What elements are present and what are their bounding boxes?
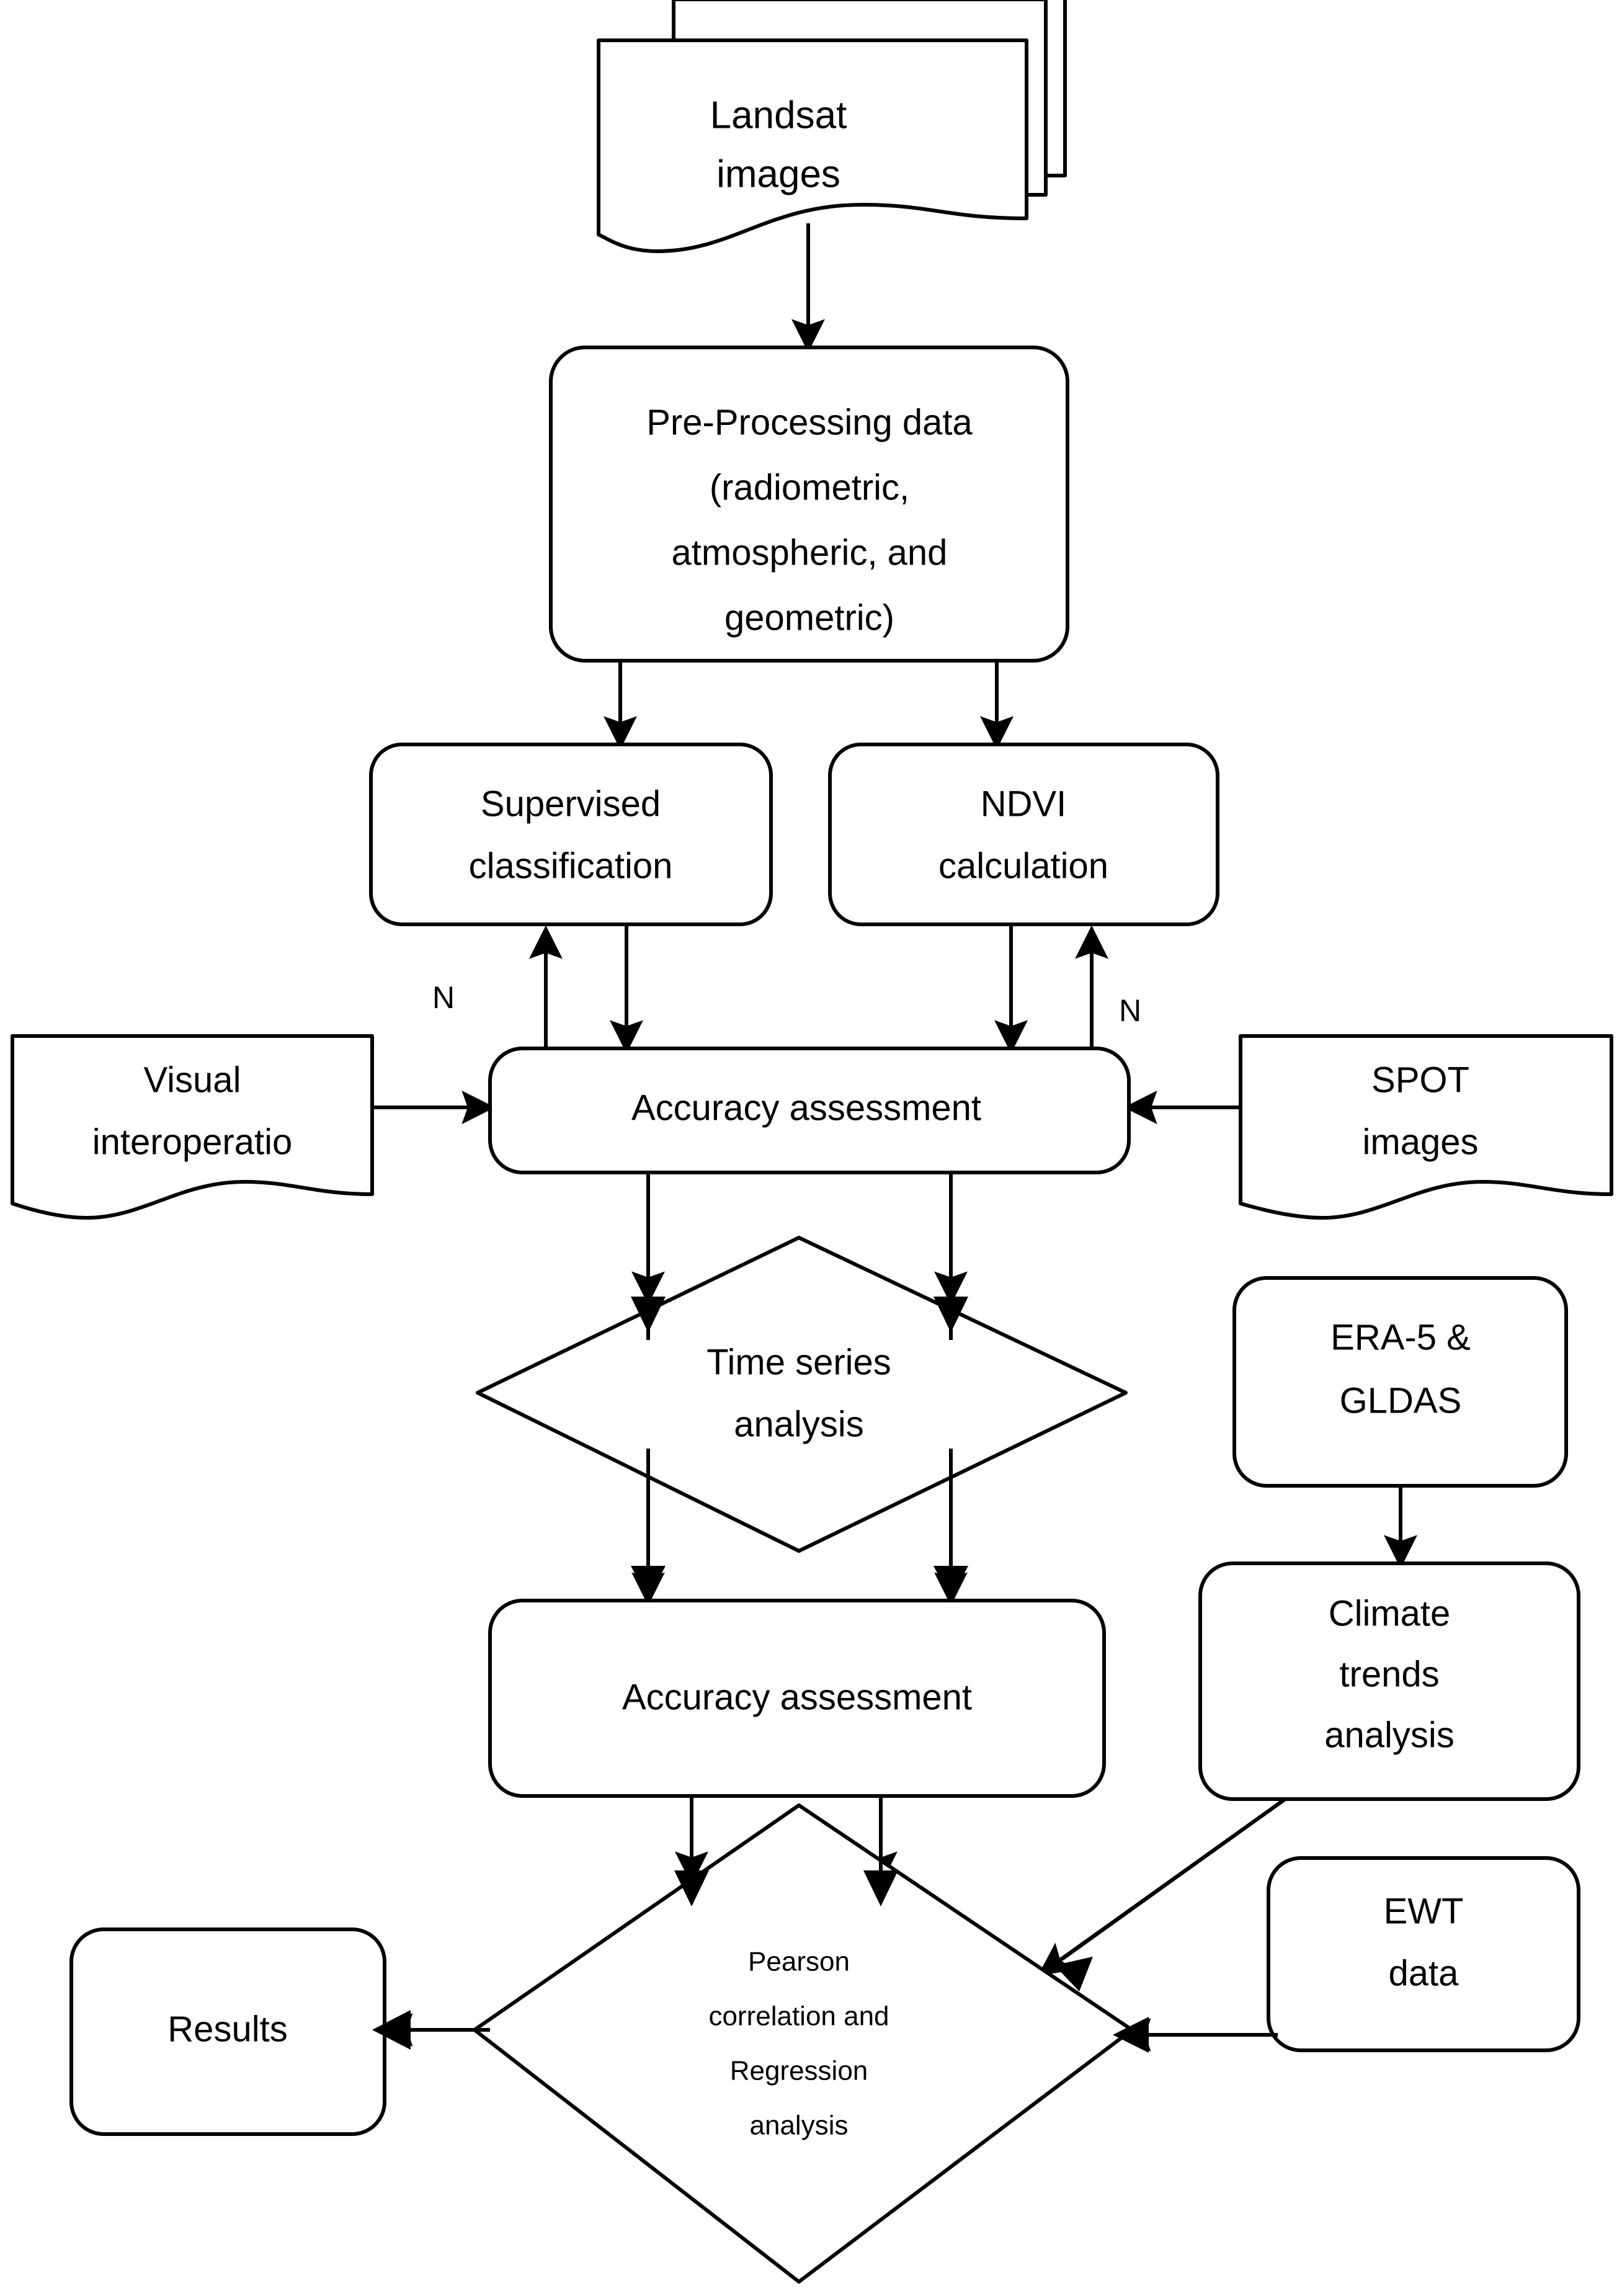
results-inbound-arrowhead: [372, 2010, 490, 2050]
ndvi-calculation-line-2: calculation: [938, 846, 1108, 886]
pearson-regression-line-4: analysis: [750, 2111, 849, 2141]
node-landsat-images[interactable]: Landsat images: [597, 0, 1067, 253]
node-ewt-data[interactable]: EWT data: [1267, 1856, 1580, 2052]
era5-gldas-line-1: ERA-5 &: [1330, 1317, 1471, 1357]
node-spot-images[interactable]: SPOT images: [1239, 1034, 1613, 1220]
results-label: Results: [167, 2009, 287, 2049]
node-pearson-regression[interactable]: Pearson correlation and Regression analy…: [473, 1803, 1134, 2284]
ewt-data-box: [1267, 1856, 1580, 2052]
supervised-classification-box: [369, 743, 773, 926]
landsat-images-line-1: Landsat: [710, 94, 847, 136]
spot-images-doc: [1239, 1034, 1613, 1220]
visual-interoperation-line-1: Visual: [144, 1060, 241, 1100]
time-series-analysis-line-1: Time series: [706, 1342, 891, 1382]
edge-label-left-n: N: [432, 980, 455, 1015]
visual-interoperation-line-2: interoperatio: [92, 1122, 292, 1162]
time-series-analysis-diamond: [476, 1236, 1128, 1553]
pearson-regression-diamond: [473, 1803, 1134, 2284]
spot-images-line-2: images: [1363, 1122, 1479, 1162]
edge-label-right-n: N: [1119, 993, 1141, 1028]
node-ndvi-calculation[interactable]: NDVI calculation: [828, 743, 1219, 926]
spot-images-line-1: SPOT: [1371, 1060, 1469, 1100]
preprocessing-line-2: (radiometric,: [710, 467, 909, 507]
ewt-data-line-2: data: [1389, 1953, 1459, 1993]
node-era5-gldas[interactable]: ERA-5 & GLDAS: [1232, 1276, 1568, 1488]
node-time-series-analysis[interactable]: Time series analysis: [476, 1236, 1128, 1553]
node-visual-interoperation[interactable]: Visual interoperatio: [11, 1034, 374, 1220]
climate-trends-analysis-line-2: trends: [1339, 1654, 1439, 1694]
supervised-classification-line-2: classification: [469, 846, 673, 886]
preprocessing-box: [549, 346, 1069, 663]
node-preprocessing[interactable]: Pre-Processing data (radiometric, atmosp…: [549, 346, 1069, 663]
pearson-regression-line-1: Pearson: [748, 1947, 850, 1977]
node-accuracy-assessment-1[interactable]: Accuracy assessment: [488, 1047, 1131, 1174]
accuracy-assessment-1-box: [488, 1047, 1131, 1174]
node-accuracy-assessment-2[interactable]: Accuracy assessment: [488, 1599, 1106, 1798]
climate-trends-analysis-line-3: analysis: [1324, 1715, 1455, 1755]
supervised-classification-line-1: Supervised: [481, 784, 661, 824]
era5-gldas-box: [1232, 1276, 1568, 1488]
climate-trends-analysis-box: [1198, 1561, 1580, 1801]
ndvi-calculation-line-1: NDVI: [981, 784, 1067, 824]
climate-trends-analysis-line-1: Climate: [1329, 1593, 1451, 1633]
accuracy-assessment-1-label: Accuracy assessment: [631, 1088, 981, 1128]
visual-interoperation-doc: [11, 1034, 374, 1220]
node-results[interactable]: Results: [69, 1927, 386, 2136]
ewt-data-line-1: EWT: [1384, 1891, 1464, 1931]
ndvi-calculation-box: [828, 743, 1219, 926]
landsat-images-line-2: images: [716, 153, 840, 195]
era5-gldas-line-2: GLDAS: [1340, 1380, 1462, 1421]
pearson-side-arrowheads: [1054, 1797, 1286, 2053]
time-series-analysis-line-2: analysis: [734, 1404, 864, 1444]
preprocessing-line-1: Pre-Processing data: [646, 402, 973, 442]
pearson-regression-line-3: Regression: [730, 2056, 868, 2086]
preprocessing-line-4: geometric): [724, 597, 894, 638]
preprocessing-line-3: atmospheric, and: [672, 532, 948, 573]
node-supervised-classification[interactable]: Supervised classification: [369, 743, 773, 926]
landsat-doc-front: [597, 38, 1028, 253]
edge-arrowheads-overlay: [631, 1297, 968, 1599]
accuracy-assessment-2-box: [488, 1599, 1106, 1798]
pearson-regression-line-2: correlation and: [708, 2001, 889, 2032]
pearson-inbound-arrowheads: [674, 1818, 898, 1906]
accuracy-assessment-2-label: Accuracy assessment: [622, 1677, 972, 1717]
node-climate-trends-analysis[interactable]: Climate trends analysis: [1198, 1561, 1580, 1801]
